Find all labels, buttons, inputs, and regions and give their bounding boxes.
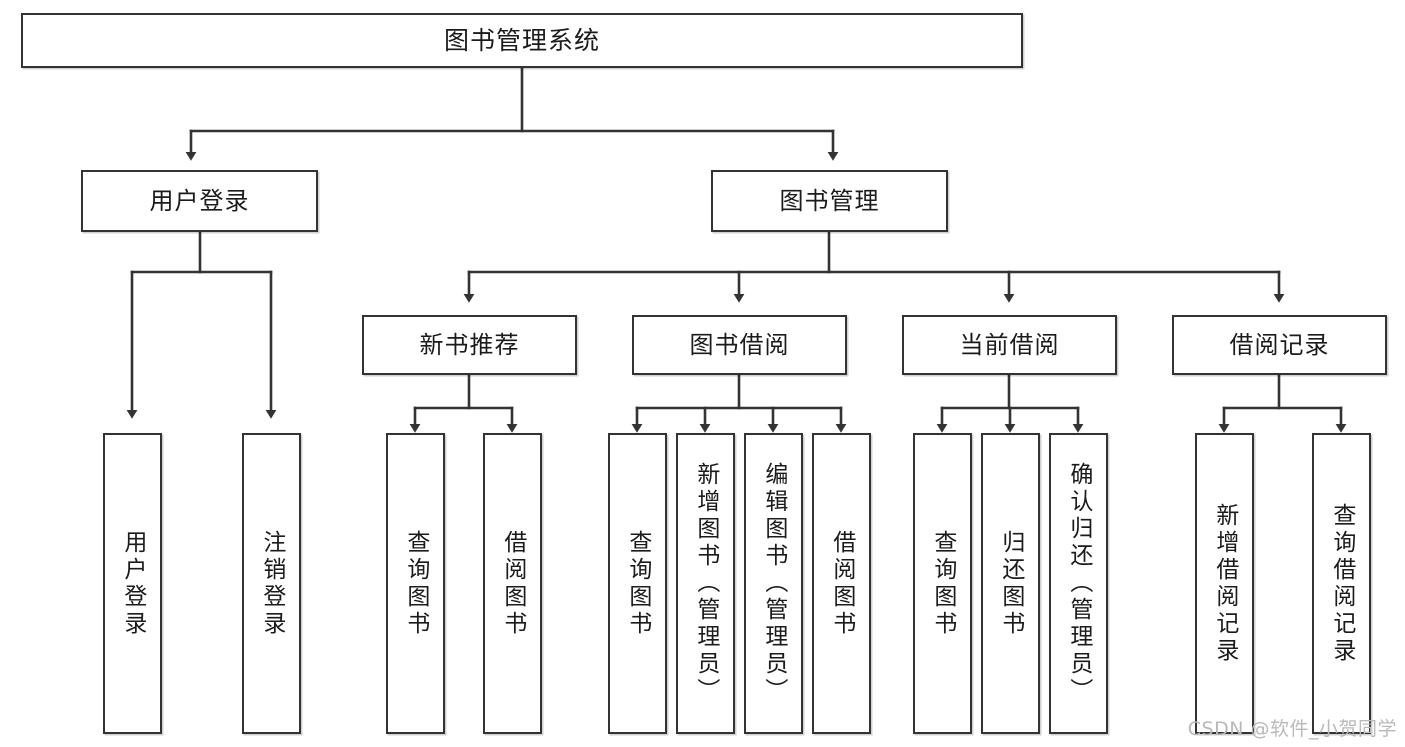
node-leaf-add-record[interactable]: 新增借阅记录 bbox=[1195, 433, 1254, 734]
node-leaf-borrow-book-2[interactable]: 借阅图书 bbox=[812, 433, 871, 734]
node-current-borrow-label: 当前借阅 bbox=[959, 330, 1060, 359]
node-leaf-confirm-return[interactable]: 确认归还（管理员） bbox=[1049, 433, 1108, 734]
node-leaf-query-book-1[interactable]: 查询图书 bbox=[386, 433, 445, 734]
node-leaf-logout-label: 注销登录 bbox=[258, 529, 285, 638]
node-leaf-return-book-label: 归还图书 bbox=[997, 529, 1024, 638]
node-leaf-add-book[interactable]: 新增图书（管理员） bbox=[676, 433, 735, 734]
node-root-label: 图书管理系统 bbox=[443, 25, 600, 55]
node-leaf-edit-book-label: 编辑图书（管理员） bbox=[760, 462, 787, 705]
node-new-book-recommend-label: 新书推荐 bbox=[419, 330, 520, 359]
node-user-login[interactable]: 用户登录 bbox=[81, 170, 318, 232]
node-leaf-query-book-2[interactable]: 查询图书 bbox=[608, 433, 667, 734]
node-new-book-recommend[interactable]: 新书推荐 bbox=[362, 315, 577, 375]
node-user-login-label: 用户登录 bbox=[149, 186, 250, 215]
node-leaf-query-record[interactable]: 查询借阅记录 bbox=[1312, 433, 1371, 734]
node-leaf-confirm-return-label: 确认归还（管理员） bbox=[1065, 462, 1092, 705]
node-leaf-return-book[interactable]: 归还图书 bbox=[981, 433, 1040, 734]
node-leaf-query-book-3[interactable]: 查询图书 bbox=[913, 433, 972, 734]
node-leaf-user-login-label: 用户登录 bbox=[119, 529, 146, 638]
node-leaf-add-record-label: 新增借阅记录 bbox=[1211, 502, 1238, 665]
node-leaf-borrow-book-2-label: 借阅图书 bbox=[828, 529, 855, 638]
node-leaf-query-book-1-label: 查询图书 bbox=[402, 529, 429, 638]
node-borrow-record[interactable]: 借阅记录 bbox=[1172, 315, 1387, 375]
node-leaf-query-book-3-label: 查询图书 bbox=[929, 529, 956, 638]
node-borrow-record-label: 借阅记录 bbox=[1229, 330, 1330, 359]
node-leaf-query-book-2-label: 查询图书 bbox=[624, 529, 651, 638]
node-leaf-query-record-label: 查询借阅记录 bbox=[1328, 502, 1355, 665]
node-book-manage-label: 图书管理 bbox=[779, 186, 880, 215]
node-leaf-user-login[interactable]: 用户登录 bbox=[103, 433, 162, 734]
node-leaf-add-book-label: 新增图书（管理员） bbox=[692, 462, 719, 705]
node-book-borrow-label: 图书借阅 bbox=[689, 330, 790, 359]
node-current-borrow[interactable]: 当前借阅 bbox=[902, 315, 1117, 375]
node-book-manage[interactable]: 图书管理 bbox=[711, 170, 948, 232]
node-leaf-logout[interactable]: 注销登录 bbox=[242, 433, 301, 734]
node-leaf-edit-book[interactable]: 编辑图书（管理员） bbox=[744, 433, 803, 734]
node-leaf-borrow-book-1-label: 借阅图书 bbox=[499, 529, 526, 638]
node-leaf-borrow-book-1[interactable]: 借阅图书 bbox=[483, 433, 542, 734]
node-root[interactable]: 图书管理系统 bbox=[21, 13, 1023, 68]
watermark: CSDN @软件_小贺同学 bbox=[1187, 718, 1397, 740]
node-book-borrow[interactable]: 图书借阅 bbox=[632, 315, 847, 375]
